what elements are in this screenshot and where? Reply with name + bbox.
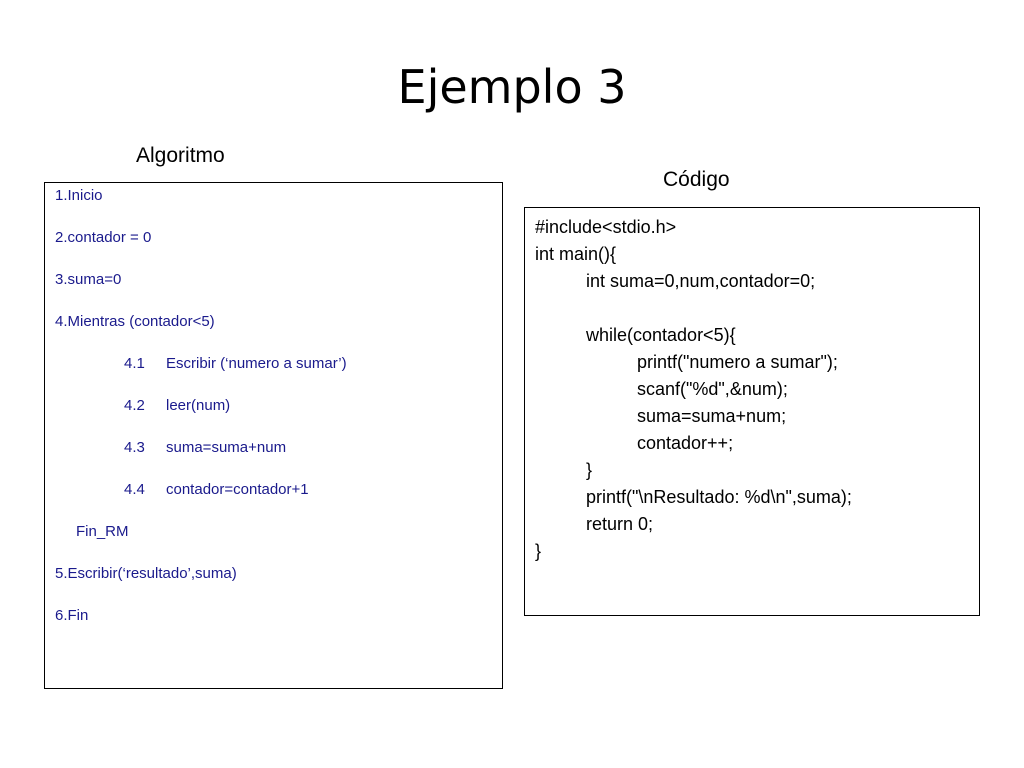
code-box: #include<stdio.h> int main(){ int suma=0…: [524, 207, 980, 616]
algorithm-step: 4.Mientras (contador<5): [55, 313, 215, 330]
substep-text: Escribir (‘numero a sumar’): [166, 355, 347, 372]
substep-text: contador=contador+1: [166, 481, 309, 498]
code-line: suma=suma+num;: [637, 406, 787, 426]
code-line: contador++;: [637, 433, 734, 453]
algorithm-box: 1.Inicio 2.contador = 0 3.suma=0 4.Mient…: [44, 182, 503, 689]
code-line: #include<stdio.h>: [535, 217, 677, 237]
algorithm-heading: Algoritmo: [136, 144, 225, 167]
substep-number: 4.1: [124, 355, 145, 372]
substep-text: suma=suma+num: [166, 439, 287, 456]
code-line: scanf("%d",&num);: [637, 379, 788, 399]
algorithm-loop-end: Fin_RM: [76, 523, 129, 540]
substep-number: 4.4: [124, 481, 145, 498]
code-line: }: [586, 460, 593, 480]
code-heading: Código: [663, 168, 730, 191]
substep-number: 4.3: [124, 439, 145, 456]
slide-title: Ejemplo 3: [397, 60, 627, 114]
code-line: printf("\nResultado: %d\n",suma);: [586, 487, 852, 507]
substep-number: 4.2: [124, 397, 145, 414]
algorithm-step: 2.contador = 0: [55, 229, 152, 246]
substep-text: leer(num): [166, 397, 231, 414]
algorithm-substep: 4.1 Escribir (‘numero a sumar’): [124, 355, 347, 372]
algorithm-step: 6.Fin: [55, 607, 89, 624]
code-line: return 0;: [586, 514, 654, 534]
algorithm-step: 5.Escribir(‘resultado’,suma): [55, 565, 237, 582]
algorithm-step: 3.suma=0: [55, 271, 122, 288]
code-line: while(contador<5){: [586, 325, 736, 345]
code-line: int suma=0,num,contador=0;: [586, 271, 816, 291]
algorithm-step: 1.Inicio: [55, 187, 103, 204]
code-line: printf("numero a sumar");: [637, 352, 838, 372]
code-line: }: [535, 541, 542, 561]
algorithm-substep: 4.4 contador=contador+1: [124, 481, 309, 498]
algorithm-substep: 4.2 leer(num): [124, 397, 230, 414]
code-line: int main(){: [535, 244, 617, 264]
algorithm-substep: 4.3 suma=suma+num: [124, 439, 286, 456]
